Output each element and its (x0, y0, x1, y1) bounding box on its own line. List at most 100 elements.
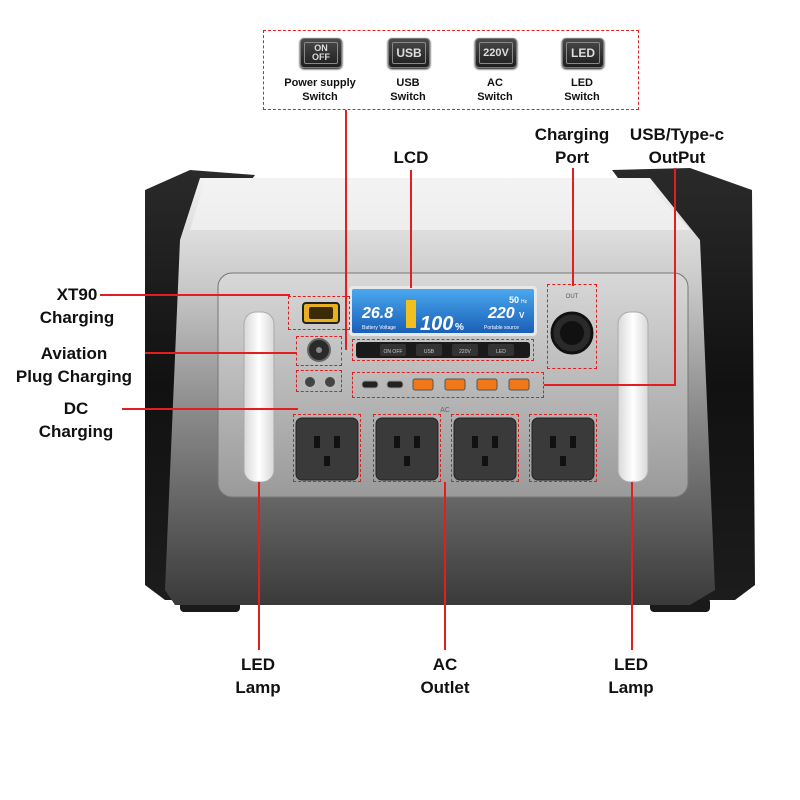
lcd-label-text: LCD (393, 148, 429, 167)
ac-switch-key: 220V (475, 38, 517, 68)
lcd-battery-voltage: 26.8 (361, 305, 393, 322)
left-lamp-label-line1: LED (241, 655, 275, 674)
dc-port-1 (303, 375, 317, 389)
strip-label-3: 220V (459, 349, 471, 355)
ac-outlet-2 (375, 417, 439, 481)
aviation-label: Aviation Plug Charging (4, 342, 144, 388)
xt90-label-line1: XT90 (56, 285, 98, 304)
right-lamp-leader (631, 482, 633, 650)
led-switch-caption-line2: Switch (564, 91, 600, 103)
power-switch-caption-line1: Power supply (284, 77, 356, 89)
aviation-leader (145, 352, 297, 354)
aviation-label-line1: Aviation (40, 344, 108, 363)
dc-highlight (296, 370, 342, 392)
top-panel (190, 180, 690, 230)
led-switch-caption-line1: LED (571, 77, 593, 89)
ac-switch-caption-line1: AC (487, 77, 503, 89)
usb-switch-caption-line2: Switch (390, 91, 426, 103)
power-switch-leader-v (345, 110, 347, 350)
usb-switch-key-text: USB (392, 42, 426, 64)
type-c-port-2 (386, 380, 404, 389)
xt90-leader (100, 294, 290, 296)
left-lamp-label-line2: Lamp (235, 678, 281, 697)
ac-outlet-3 (453, 417, 517, 481)
ac-outlet-3-highlight (451, 414, 519, 482)
lcd-frequency-unit: Hz (521, 299, 528, 305)
usb-output-leader-v (674, 168, 676, 386)
lcd-leader (410, 170, 412, 288)
usb-a-port-4 (508, 378, 530, 391)
dc-label-line1: DC (63, 399, 89, 418)
led-switch-caption: LED Switch (537, 76, 627, 104)
ac-outlet-leader (444, 482, 446, 650)
ac-switch-caption-line2: Switch (477, 91, 513, 103)
led-switch-key: LED (562, 38, 604, 68)
lcd-output-unit: V (519, 311, 525, 320)
ac-outlet-4-highlight (529, 414, 597, 482)
usb-switch-key: USB (388, 38, 430, 68)
dc-port-2 (323, 375, 337, 389)
ac-switch-key-text: 220V (479, 42, 513, 64)
usb-output-label: USB/Type-c OutPut (622, 123, 732, 169)
xt90-highlight (288, 296, 350, 330)
power-switch-caption: Power supply Switch (275, 76, 365, 104)
strip-label-2: USB (424, 349, 435, 355)
ac-outlets (295, 417, 595, 481)
charging-port-label-line1: Charging (534, 125, 610, 144)
dc-leader-h (122, 408, 298, 410)
charging-port-leader (572, 168, 574, 286)
lcd-output-voltage: 220 (487, 305, 515, 322)
ac-outlet-2-highlight (373, 414, 441, 482)
ac-outlet-label-line1: AC (432, 655, 458, 674)
lcd-gauge (406, 300, 416, 328)
aviation-label-line2: Plug Charging (15, 367, 133, 386)
lcd-percent-sign: % (455, 322, 464, 333)
ac-switch-caption: AC Switch (450, 76, 540, 104)
right-lamp-label-line2: Lamp (608, 678, 654, 697)
power-switch-key: ON OFF (300, 38, 342, 68)
type-c-port-1 (361, 380, 379, 389)
dc-label: DC Charging (30, 397, 122, 443)
switch-strip-highlight (352, 339, 534, 361)
xt90-label: XT90 Charging (30, 283, 124, 329)
aviation-highlight (296, 336, 342, 366)
lcd-screen (352, 289, 534, 333)
right-lamp-label-line1: LED (614, 655, 648, 674)
charging-port-label-line2: Port (555, 148, 589, 167)
power-switch-key-text: ON OFF (304, 42, 338, 64)
usb-a-port-2 (444, 378, 466, 391)
lcd-percent: 100 (420, 313, 453, 335)
lcd-frequency: 50 (509, 295, 519, 305)
usb-switch-caption-line1: USB (396, 77, 420, 89)
left-lamp-leader (258, 482, 260, 650)
led-switch-key-text: LED (566, 42, 600, 64)
charging-port-highlight (547, 284, 597, 369)
lcd-output-label: Portable source (484, 325, 519, 331)
switch-legend-box (263, 30, 639, 110)
ac-outlet-4 (531, 417, 595, 481)
strip-label-1: ON OFF (384, 349, 403, 355)
usb-output-leader-h (544, 384, 676, 386)
charging-port-label: Charging Port (520, 123, 624, 169)
usb-output-label-line2: OutPut (648, 148, 706, 167)
ac-outlet-label: AC Outlet (400, 653, 490, 699)
usb-switch-caption: USB Switch (363, 76, 453, 104)
lcd-label: LCD (385, 146, 437, 169)
usb-a-port-3 (476, 378, 498, 391)
right-led-lamp (617, 311, 649, 483)
usb-a-port-1 (412, 378, 434, 391)
lcd-battery-voltage-label: Battery Voltage (362, 325, 396, 331)
out-label: OUT (566, 294, 579, 300)
ac-outlet-1 (295, 417, 359, 481)
ac-label: AC (440, 407, 450, 414)
right-lamp-label: LED Lamp (591, 653, 671, 699)
ac-outlet-label-line2: Outlet (420, 678, 470, 697)
strip-label-4: LED (496, 349, 506, 355)
left-led-lamp (243, 311, 275, 483)
usb-ports-highlight (352, 372, 544, 398)
dc-label-line2: Charging (38, 422, 114, 441)
left-lamp-label: LED Lamp (218, 653, 298, 699)
usb-output-label-line1: USB/Type-c (629, 125, 725, 144)
power-switch-caption-line2: Switch (302, 91, 338, 103)
ac-outlet-1-highlight (293, 414, 361, 482)
